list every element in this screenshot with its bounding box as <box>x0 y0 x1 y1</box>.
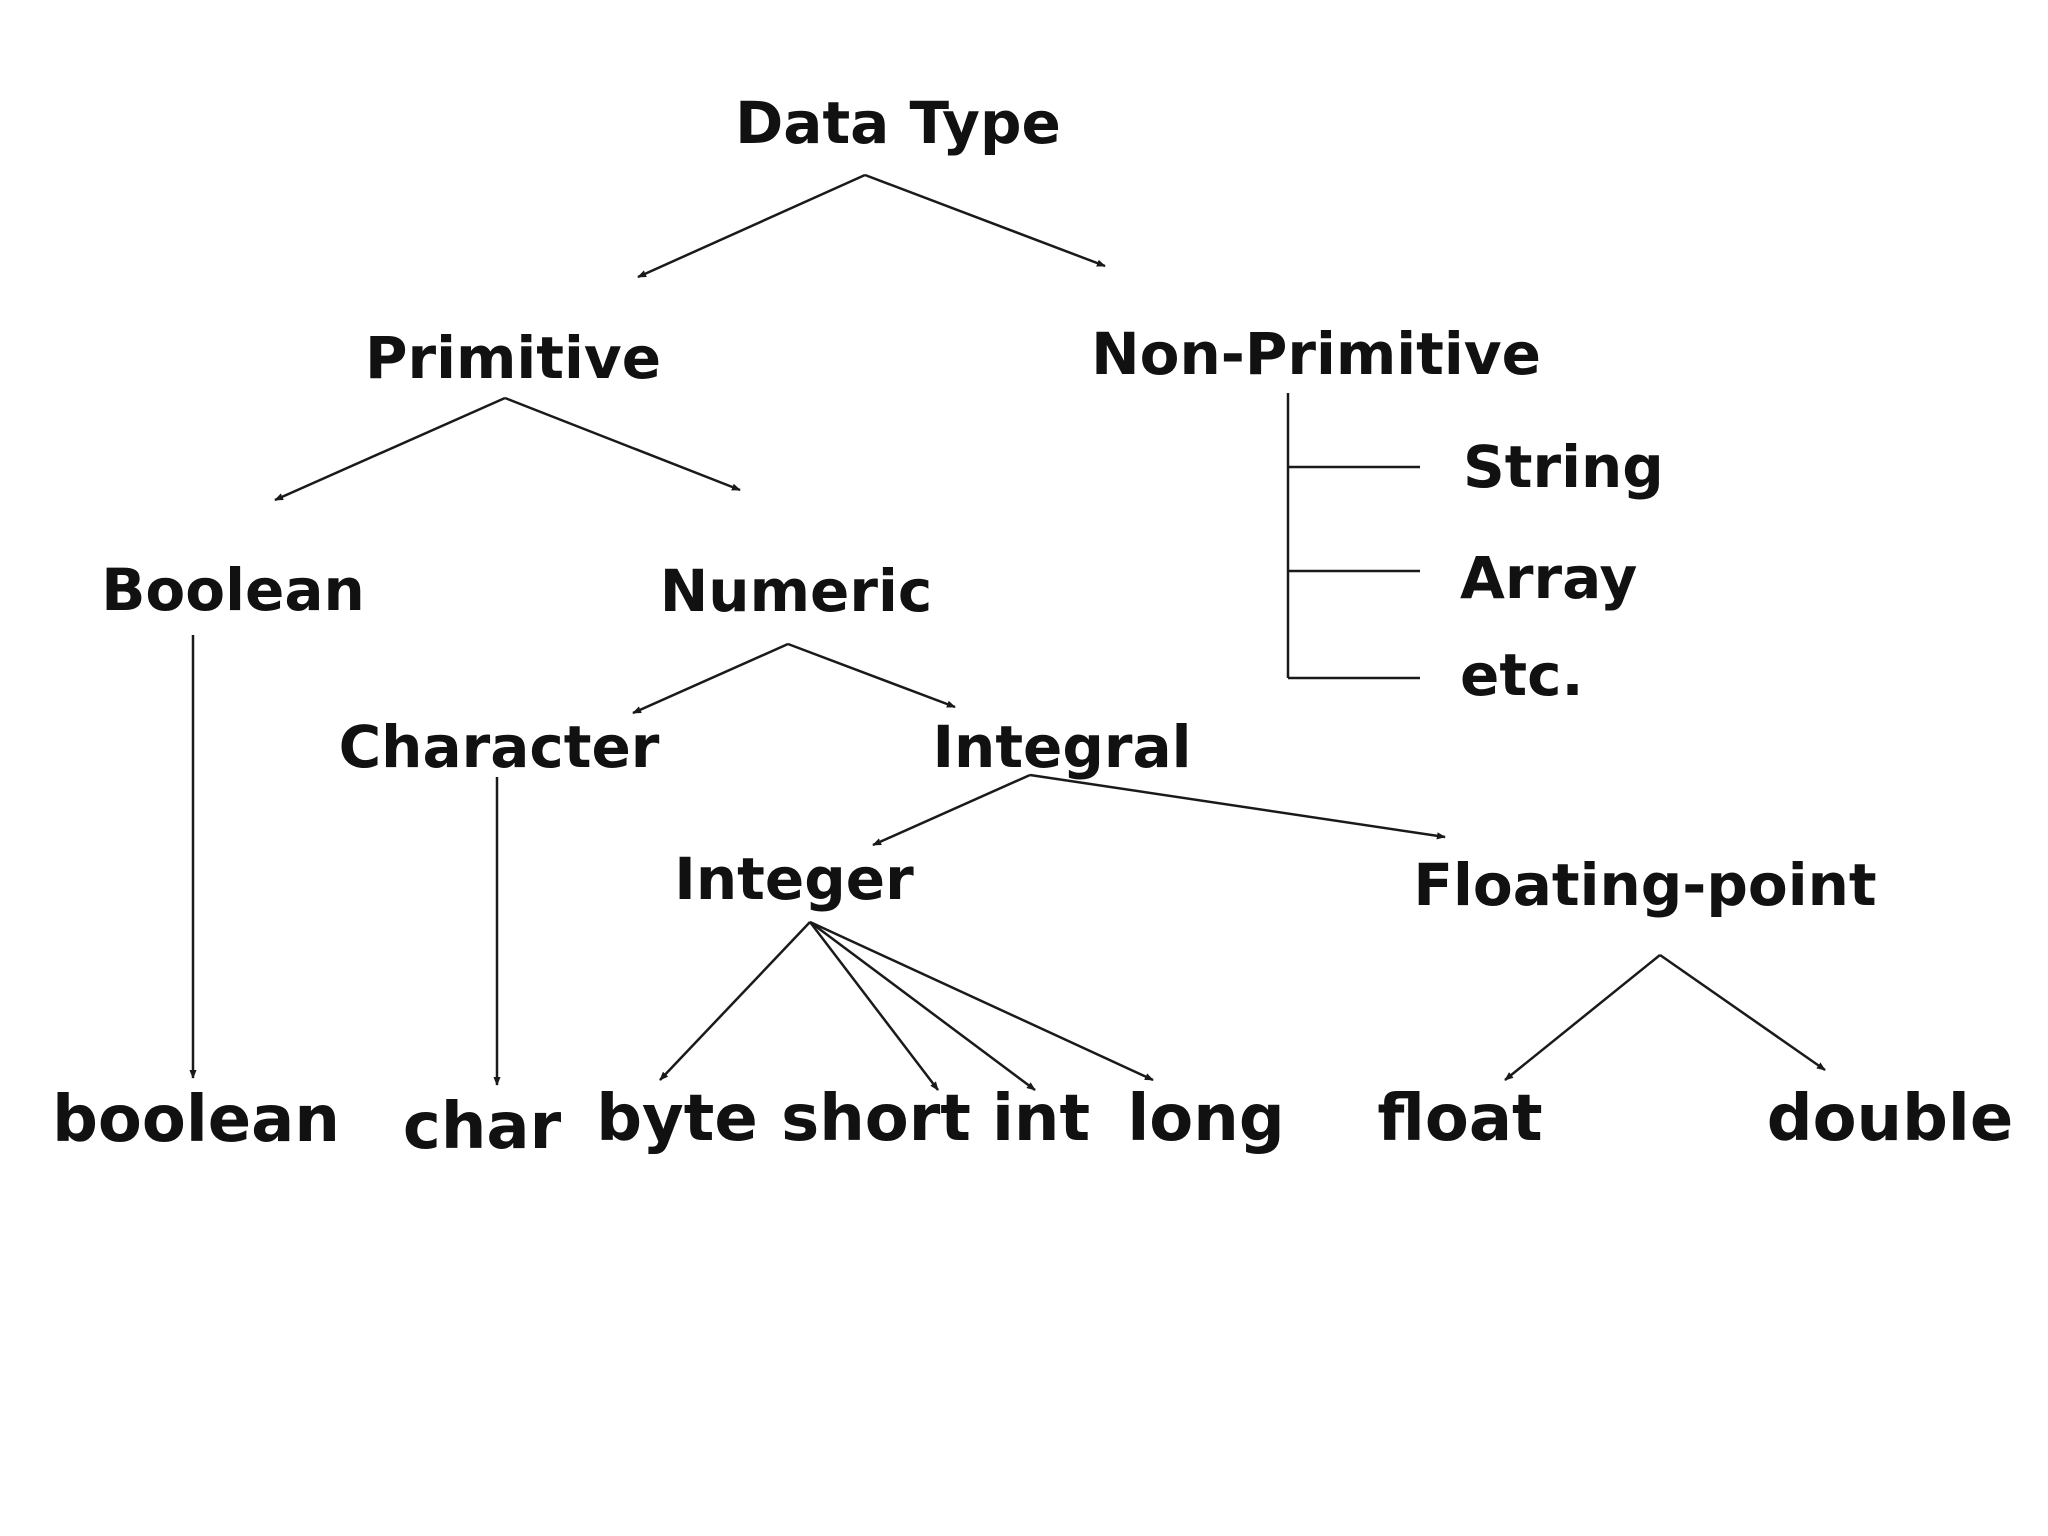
node-non-primitive: Non-Primitive <box>1091 320 1541 388</box>
leaf-types: boolean char byte short int long float d… <box>52 1082 2013 1164</box>
edges <box>189 173 1826 1092</box>
node-numeric: Numeric <box>660 557 932 625</box>
leaf-double: double <box>1767 1082 2014 1156</box>
leaf-boolean: boolean <box>52 1083 340 1157</box>
leaf-byte: byte <box>596 1082 758 1156</box>
node-integral: Integral <box>932 713 1191 781</box>
leaf-int: int <box>992 1082 1090 1156</box>
node-integer: Integer <box>674 845 914 913</box>
node-array: Array <box>1460 544 1637 612</box>
edge-integral-floatingpoint <box>1029 773 1446 840</box>
edge-primitive-numeric <box>504 396 741 492</box>
edge-integer-int <box>809 920 1036 1092</box>
edge-floatingpoint-double <box>1659 953 1826 1072</box>
node-character: Character <box>339 713 660 781</box>
edge-integer-long <box>809 920 1154 1082</box>
edge-integer-short <box>809 921 939 1091</box>
node-data-type: Data Type <box>735 89 1061 157</box>
node-string: String <box>1463 433 1664 501</box>
edge-integral-integer <box>872 773 1031 847</box>
node-floating-point: Floating-point <box>1413 851 1876 919</box>
leaf-char: char <box>403 1090 562 1164</box>
edge-primitive-boolean <box>274 396 506 502</box>
node-primitive: Primitive <box>365 324 661 392</box>
edge-numeric-integral <box>787 642 956 709</box>
leaf-long: long <box>1127 1082 1284 1156</box>
node-etc: etc. <box>1460 641 1583 709</box>
leaf-short: short <box>781 1082 971 1156</box>
category-nodes: Data Type Primitive Non-Primitive String… <box>101 89 1876 919</box>
edge-floatingpoint-float <box>1504 954 1661 1081</box>
edge-datatype-primitive <box>637 173 866 279</box>
edge-datatype-nonprimitive <box>864 173 1106 268</box>
edge-numeric-character <box>632 642 789 715</box>
edge-integer-byte <box>659 921 811 1081</box>
leaf-float: float <box>1377 1082 1542 1156</box>
node-boolean-category: Boolean <box>101 556 365 624</box>
